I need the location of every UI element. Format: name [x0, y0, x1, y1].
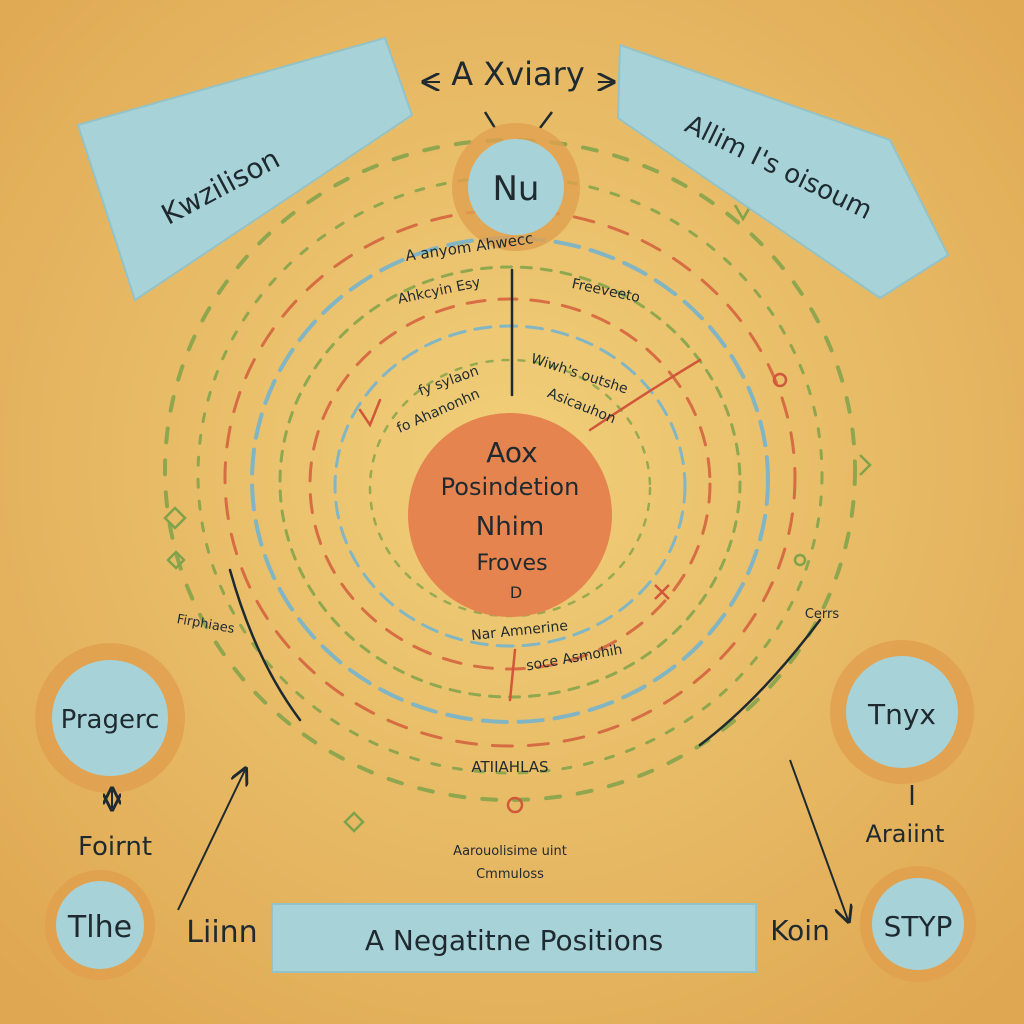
circle-mark-3 [793, 553, 807, 567]
center-line-5: D [510, 583, 522, 602]
center-line-2: Posindetion [441, 473, 580, 501]
mark-upper-left [358, 398, 382, 428]
banner-right-shape [616, 43, 950, 300]
bottom-right-node-label: STYP [884, 910, 953, 943]
center-node: Aox Posindetion Nhim Froves D [408, 413, 612, 617]
arrow-bottom-right [789, 759, 848, 920]
bottom-right-caption: Koin [770, 914, 830, 947]
center-line-3: Nhim [476, 512, 544, 542]
spoke-bottom [508, 648, 517, 702]
top-node-circle [468, 139, 564, 235]
ring-red-2 [308, 297, 712, 671]
ring-label-bottom-note-2: Cmmuloss [476, 867, 544, 882]
circle-mark-2 [506, 796, 524, 814]
top-node: Nu [452, 123, 580, 251]
bottom-left-node: Tlhe Liinn [45, 870, 258, 980]
ring-label-right-side: Cerrs [805, 607, 840, 622]
star-mark [654, 584, 670, 600]
right-node: Tnyx Araiint [830, 640, 974, 848]
ring-label-bottom-note-1: Aarouolisime uint [453, 844, 567, 859]
banner-right: Allim I's oisoum [616, 43, 950, 300]
bottom-left-node-label: Tlhe [67, 910, 132, 945]
bottom-banner-label: A Negatitne Positions [365, 924, 663, 957]
left-node-circle [52, 660, 168, 776]
diagram-title: A Xviary [451, 55, 585, 93]
right-node-circle [846, 656, 958, 768]
diamond-mark-1 [163, 506, 187, 530]
spoke-upper-right [588, 358, 702, 432]
bottom-banner-shape [271, 903, 757, 973]
ring-label-lower-outer: ATIIAHLAS [471, 758, 548, 776]
top-node-label: Nu [493, 169, 540, 209]
spoke-lower-right [698, 618, 822, 747]
spoke-lower-left [228, 568, 302, 722]
bottom-banner: A Negatitne Positions [271, 903, 757, 973]
radial-strokes [228, 268, 822, 747]
bottom-left-node-circle [56, 881, 144, 969]
arrow-mark-right [859, 454, 872, 476]
diamond-mark-2 [166, 550, 186, 570]
left-node: Pragerc Foirnt [35, 643, 185, 862]
title-connectors [483, 111, 553, 129]
circle-mark-1 [772, 372, 788, 388]
title-group: A Xviary [425, 55, 612, 129]
left-caption: Foirnt [78, 832, 152, 862]
diamond-mark-3 [343, 811, 365, 833]
center-node-circle [408, 413, 612, 617]
center-line-1: Aox [486, 436, 538, 469]
right-caption: Araiint [866, 820, 945, 848]
right-node-label: Tnyx [867, 698, 936, 731]
ring-outer-green [163, 138, 857, 802]
ring-blue-2 [333, 324, 687, 648]
bottom-left-caption: Liinn [186, 915, 257, 950]
banner-left-shape [76, 36, 414, 302]
bottom-right-node-circle [872, 878, 964, 970]
bottom-right-node: Koin STYP [770, 866, 976, 982]
arrow-bottom-left [177, 770, 245, 911]
center-line-4: Froves [476, 551, 547, 576]
decorative-marks [163, 204, 872, 833]
v-mark-1 [733, 204, 753, 222]
left-node-label: Pragerc [61, 705, 160, 735]
